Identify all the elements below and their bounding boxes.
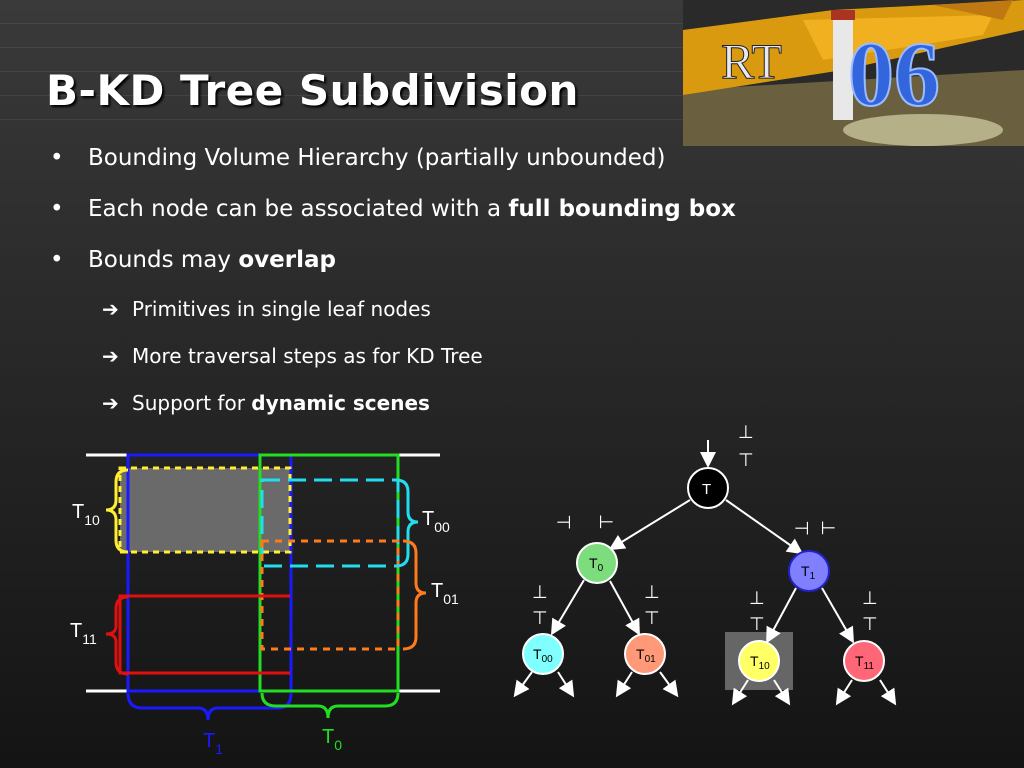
split-glyph: ⊥ [644,582,660,603]
sub-bullet-text: Primitives in single leaf nodes [132,297,431,321]
bullet-item: • Bounding Volume Hierarchy (partially u… [50,144,810,172]
tree-node-t11 [843,640,885,682]
t10-box [118,466,292,554]
bullet-bold: full bounding box [508,196,736,222]
split-glyph: ⊤ [738,450,754,471]
bullet-bold: overlap [238,247,336,273]
tree-node-t01 [624,633,666,675]
bullet-item: • Each node can be associated with a ful… [50,195,810,223]
t10-highlight [725,632,793,690]
sub-bullet-item: ➔ Support for dynamic scenes [50,391,810,415]
title-stripes [0,0,690,130]
bullet-dot-icon: • [50,196,64,222]
split-glyph: ⊤ [749,614,765,635]
node-label-t01: T01 [636,646,656,665]
node-label-t10: T10 [750,653,770,672]
sub-bullet-text: Support for [132,391,252,415]
arrow-right-icon: ➔ [102,297,119,321]
label-t01: T01 [431,580,459,607]
t0-box [258,453,400,693]
node-label-t1: T1 [801,563,816,582]
bullet-item: • Bounds may overlap [50,246,810,274]
tree-node-t00 [522,633,564,675]
split-glyph: ⊥ [792,520,813,536]
tree-node-root [687,467,729,509]
arrow-right-icon: ➔ [102,391,119,415]
split-glyph: ⊤ [862,614,878,635]
tree-node-t0 [576,542,618,584]
t00-brace [395,478,419,568]
tree-node-t10 [738,640,780,682]
sub-bullet-item: ➔ Primitives in single leaf nodes [50,297,810,321]
root-label: T [702,481,711,498]
t11-brace [105,595,129,676]
t10-brace [105,468,129,554]
t0-brace [260,692,400,719]
t11-box [118,594,290,675]
sub-bullet-item: ➔ More traversal steps as for KD Tree [50,344,810,368]
label-t00: T00 [422,508,450,535]
label-t11: T11 [70,620,97,647]
t01-box [260,539,400,651]
bullet-text: Bounding Volume Hierarchy (partially unb… [88,145,666,171]
t1-box [126,453,293,693]
logo-text: RT [721,33,782,89]
t01-brace [402,539,427,651]
bullet-dot-icon: • [50,247,64,273]
label-t10: T10 [72,501,100,528]
label-t0: T0 [322,726,342,753]
split-glyph: ⊥ [817,520,838,536]
node-label-t11: T11 [855,653,874,672]
split-glyph: ⊥ [595,514,616,530]
arrow-right-icon: ➔ [102,344,119,368]
sub-bullet-text: More traversal steps as for KD Tree [132,344,483,368]
split-glyph: ⊤ [532,608,548,629]
node-label-t0: T0 [589,555,604,574]
split-glyph: ⊥ [749,588,765,609]
split-glyph: ⊤ [644,608,660,629]
split-glyph: ⊥ [532,582,548,603]
bullet-text: Each node can be associated with a [88,196,509,222]
sub-bullet-bold: dynamic scenes [251,391,430,415]
t1-brace [126,692,293,721]
split-glyph: ⊥ [862,588,878,609]
tree-node-t1 [788,550,830,592]
slide-title: B-KD Tree Subdivision [46,66,579,115]
logo-number: 06 [848,23,940,125]
t10-region [120,468,290,552]
bullet-text: Bounds may [88,247,239,273]
bullet-dot-icon: • [50,145,64,171]
node-label-t00: T00 [533,646,553,665]
rt06-logo: RT 06 [683,0,1024,146]
t00-box [260,478,400,568]
label-t1: T1 [203,730,223,757]
split-glyph: ⊥ [554,514,575,530]
bullet-list: • Bounding Volume Hierarchy (partially u… [50,144,810,438]
